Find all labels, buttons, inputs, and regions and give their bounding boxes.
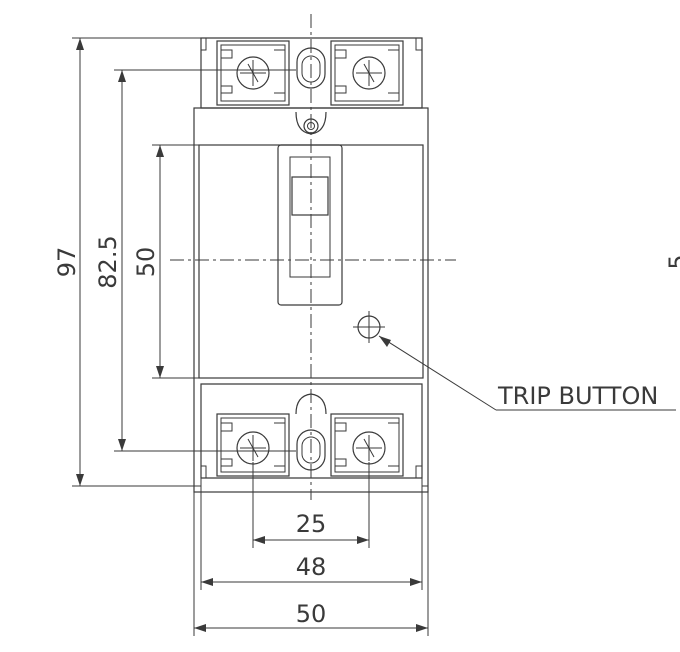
dimension-body-width-inner xyxy=(200,478,423,590)
label-trip-button: TRIP BUTTON xyxy=(497,382,658,410)
center-lines xyxy=(170,14,456,500)
label-body-height: 50 xyxy=(132,247,160,278)
terminal-top-right xyxy=(330,40,404,106)
label-overall-height: 97 xyxy=(53,247,81,278)
dimension-body-width-outer xyxy=(193,492,429,636)
label-side-view-partial: 5 xyxy=(664,254,680,269)
label-terminal-pitch-horizontal: 25 xyxy=(296,510,327,538)
label-terminal-pitch-vertical: 82.5 xyxy=(94,235,122,288)
dimension-body-height xyxy=(152,144,199,379)
dimension-terminal-pitch-vertical xyxy=(114,69,296,452)
trip-button xyxy=(353,311,385,343)
terminal-bottom-right xyxy=(330,413,404,477)
trip-button-leader xyxy=(378,335,676,411)
toggle-handle xyxy=(277,144,343,306)
dimension-overall-height xyxy=(72,37,201,487)
label-body-width-outer: 50 xyxy=(296,600,327,628)
label-body-width-inner: 48 xyxy=(296,553,327,581)
terminal-top-left xyxy=(216,40,290,106)
dimension-terminal-pitch-horizontal xyxy=(252,462,370,548)
